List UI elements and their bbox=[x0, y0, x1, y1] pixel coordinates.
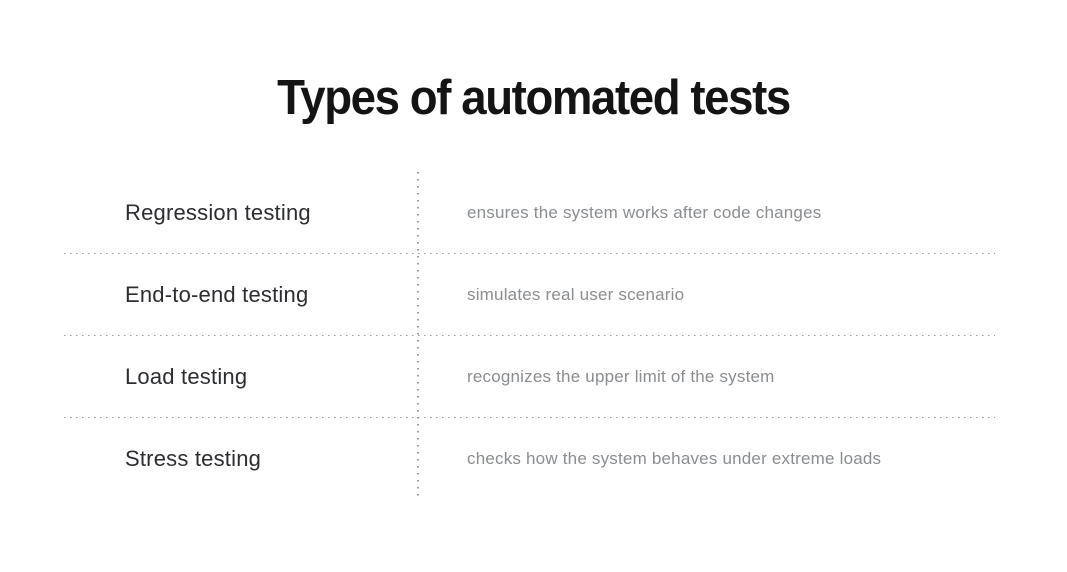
term-description: simulates real user scenario bbox=[467, 285, 685, 304]
table-row: End-to-end testing simulates real user sc… bbox=[64, 254, 995, 336]
term-label: End-to-end testing bbox=[125, 282, 309, 307]
page-title: Types of automated tests bbox=[277, 71, 791, 125]
term-description: recognizes the upper limit of the system bbox=[467, 367, 775, 386]
term-label: Stress testing bbox=[125, 446, 262, 471]
table-row: Regression testing ensures the system wor… bbox=[64, 172, 995, 254]
table-row: Load testing recognizes the upper limit o… bbox=[64, 336, 995, 418]
term-description: ensures the system works after code chan… bbox=[467, 203, 822, 222]
column-divider bbox=[417, 172, 419, 500]
term-label: Regression testing bbox=[125, 200, 311, 225]
definition-table: Regression testing ensures the system wor… bbox=[64, 172, 995, 500]
term-description: checks how the system behaves under extr… bbox=[467, 449, 882, 468]
table-row: Stress testing checks how the system beha… bbox=[64, 418, 995, 500]
term-label: Load testing bbox=[125, 364, 248, 389]
